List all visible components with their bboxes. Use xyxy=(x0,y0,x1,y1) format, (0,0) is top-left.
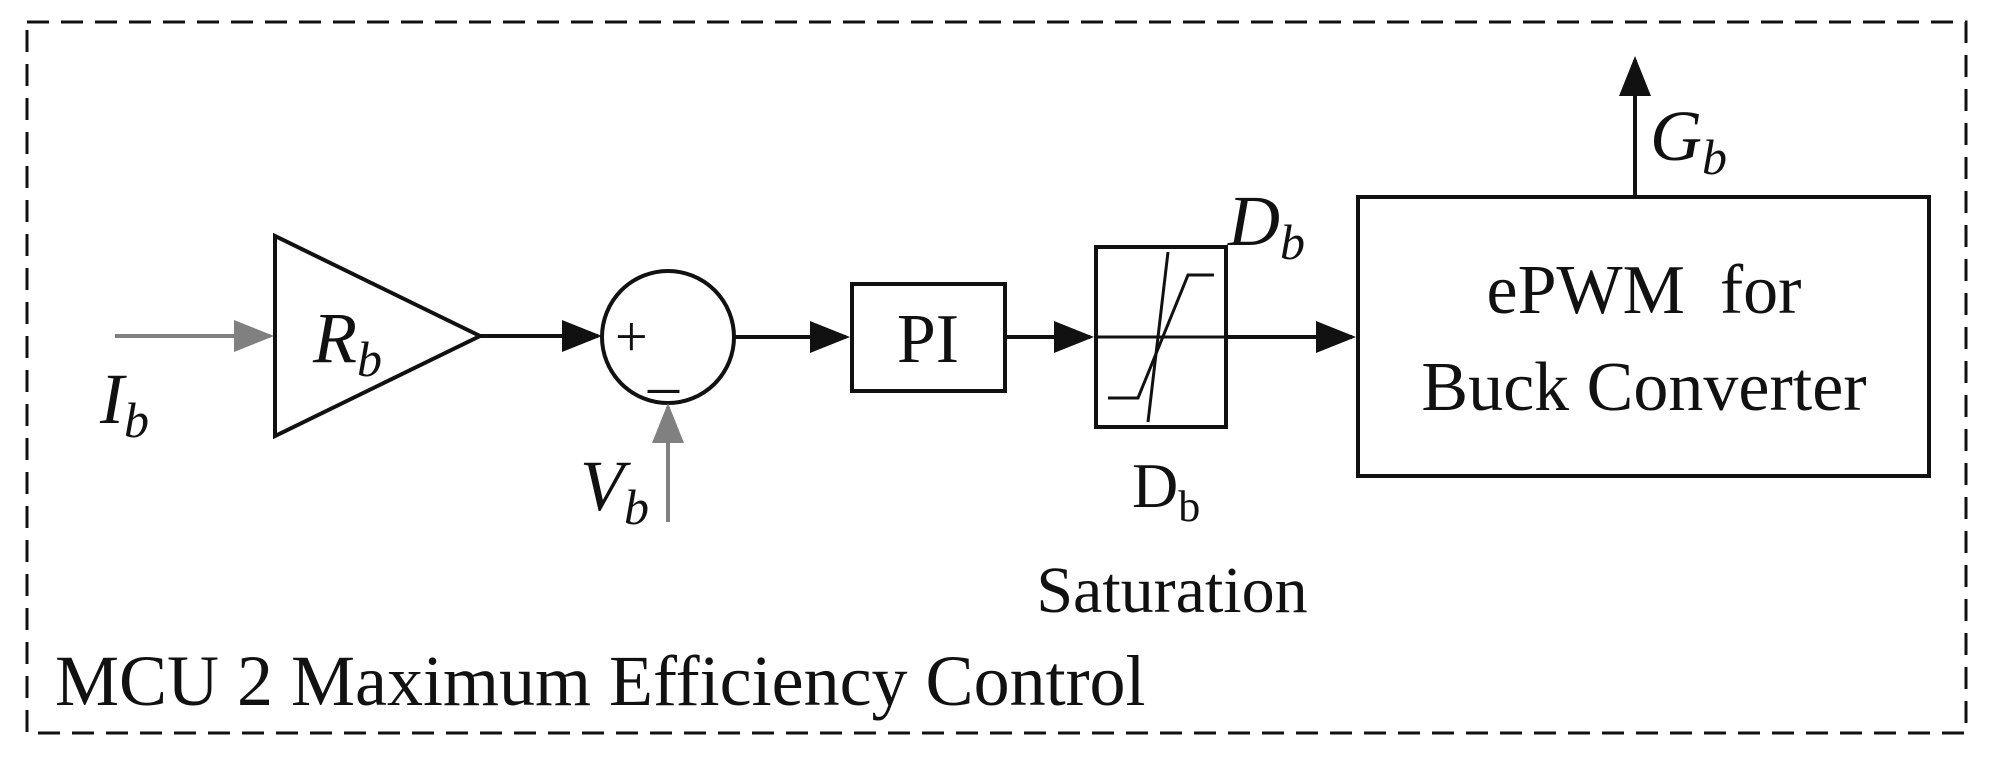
mcu-frame xyxy=(25,20,1968,735)
epwm-block xyxy=(1356,195,1931,478)
epwm-label-line2: Buck Converter xyxy=(1421,349,1866,426)
gain-block xyxy=(273,232,485,440)
frame-title: MCU 2 Maximum Efficiency Control xyxy=(55,641,1146,721)
pi-label: PI xyxy=(897,301,959,378)
sum-plus-sign: + xyxy=(615,304,648,369)
sum-minus-sign: _ xyxy=(647,331,680,399)
saturation-symbol-icon xyxy=(1096,251,1226,423)
gate-output-label: Gb xyxy=(1650,96,1727,185)
gain-label: Rb xyxy=(312,298,382,387)
duty-signal-label: Db xyxy=(1227,181,1305,270)
saturation-caption: Saturation xyxy=(1036,554,1307,627)
saturation-name-label: Db xyxy=(1132,450,1200,531)
input-voltage-label: Vb xyxy=(580,446,649,535)
input-current-label: Ib xyxy=(99,359,149,448)
epwm-label-line1: ePWM for xyxy=(1487,252,1802,329)
